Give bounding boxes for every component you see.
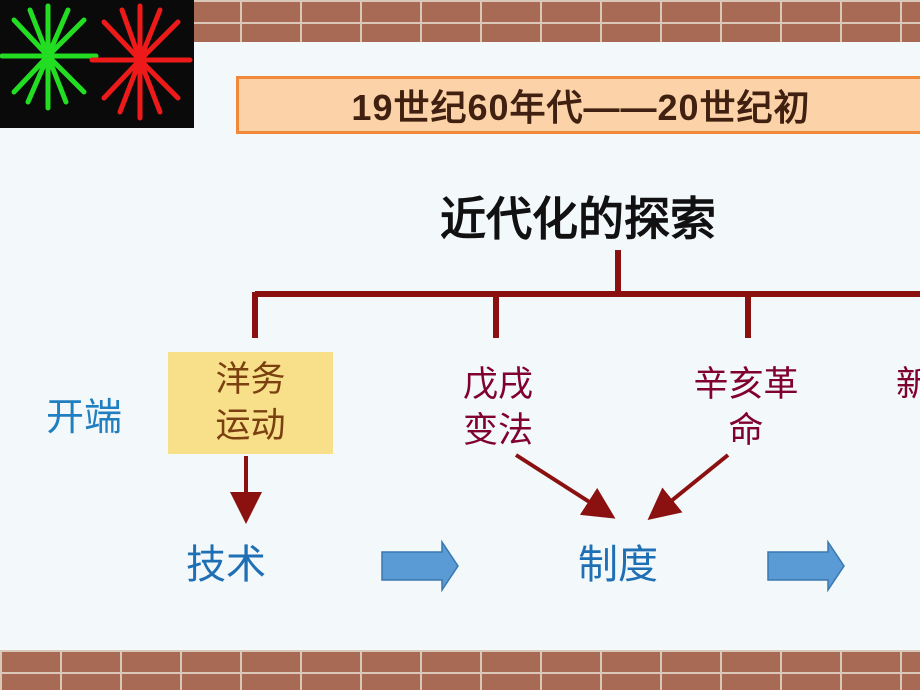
firework-image bbox=[0, 0, 194, 128]
node-xinhai-line2: 命 bbox=[728, 411, 764, 451]
node-xinhai-revolution: 辛亥革 命 bbox=[684, 362, 808, 454]
node-yangwu-line2: 运动 bbox=[215, 406, 286, 446]
node-yangwu-line1: 洋务 bbox=[215, 360, 286, 400]
node-partial-offscreen: 新 bbox=[896, 362, 920, 408]
brick-wall-bottom bbox=[0, 650, 920, 690]
row-label-start: 开端 bbox=[46, 395, 123, 439]
diagram-title: 近代化的探索 bbox=[440, 192, 716, 246]
node-partial-text: 新 bbox=[896, 365, 920, 405]
node-wuxu-line2: 变法 bbox=[462, 411, 533, 451]
period-banner: 19世纪60年代——20世纪初 bbox=[236, 76, 920, 134]
period-text: 19世纪60年代——20世纪初 bbox=[351, 87, 811, 128]
node-xinhai-line1: 辛亥革 bbox=[693, 365, 799, 405]
level-institution: 制度 bbox=[578, 542, 658, 588]
arrow-wuxu-to-institution bbox=[514, 453, 616, 519]
slide-background bbox=[0, 42, 920, 650]
arrow-xinhai-to-institution bbox=[647, 453, 730, 521]
node-yangwu-movement: 洋务 运动 bbox=[168, 352, 333, 454]
block-arrow-1 bbox=[381, 539, 459, 593]
node-wuxu-reform: 戊戌 变法 bbox=[452, 362, 544, 454]
block-arrow-2 bbox=[767, 539, 845, 593]
level-technology: 技术 bbox=[186, 542, 266, 588]
node-wuxu-line1: 戊戌 bbox=[462, 365, 533, 405]
